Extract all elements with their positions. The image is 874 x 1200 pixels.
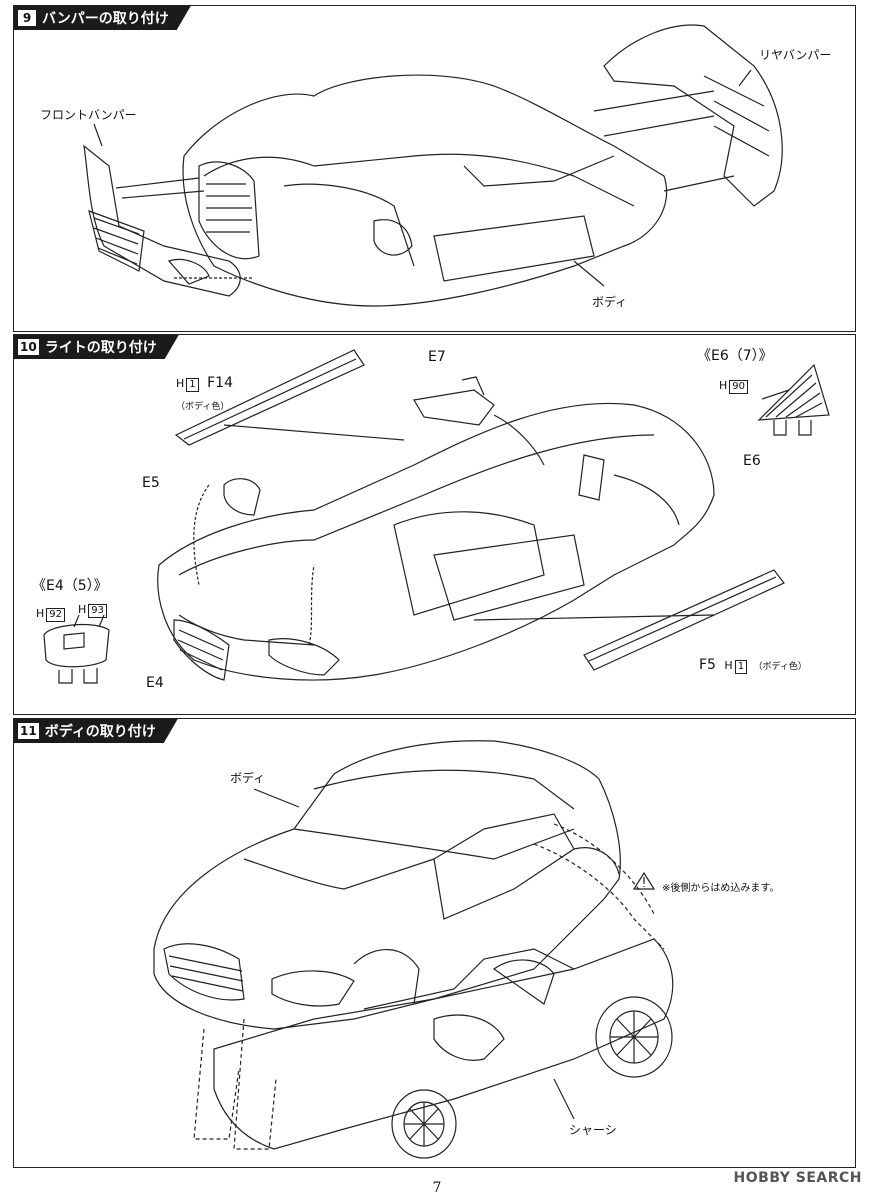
f5-note: （ボディ色） [753, 662, 807, 672]
step-11-panel: 11 ボディの取り付け [13, 718, 856, 1168]
step-9-title: バンパーの取り付け [42, 11, 169, 27]
page-number: 7 [432, 1180, 442, 1196]
rear-bumper-label: リヤバンパー [759, 48, 832, 62]
body-label-step11: ボディ [230, 771, 266, 785]
body-label: ボディ [592, 295, 628, 309]
f5-h-prefix: H [724, 659, 733, 672]
step-10-title: ライトの取り付け [44, 340, 157, 356]
step-9-number: 9 [18, 10, 36, 26]
f14-note: （ボディ色） [176, 402, 230, 412]
step-10-illustration [43, 349, 830, 684]
e6-label: E6 [743, 453, 761, 469]
step-11-illustration [153, 740, 674, 1159]
step-10-panel: 10 ライトの取り付け [13, 334, 856, 715]
f5-part: F5 [699, 657, 716, 673]
f5-h-box: 1 [734, 660, 748, 674]
e7-label: E7 [428, 349, 446, 365]
step-11-title: ボディの取り付け [44, 724, 156, 740]
e6-group-label: 《E6（7）》 [697, 348, 773, 364]
watermark: HOBBY SEARCH [733, 1170, 862, 1186]
e6-h-box: 90 [729, 380, 749, 394]
chassis-label: シャーシ [569, 1123, 617, 1137]
step-9-header: 9 バンパーの取り付け [14, 6, 191, 30]
f14-h-box: 1 [186, 378, 199, 392]
step-9-panel: 9 バンパーの取り付け [13, 5, 856, 332]
e4-group-label: 《E4（5）》 [32, 578, 108, 594]
step-10-number: 10 [20, 340, 37, 354]
step-11-header: 11 ボディの取り付け [14, 719, 178, 743]
f14-part: F14 [207, 375, 233, 391]
step-11-number: 11 [20, 724, 37, 738]
rear-insert-note: ※後側からはめ込みます。 [662, 883, 780, 894]
e4-h93-box: 93 [88, 604, 108, 618]
step-10-header: 10 ライトの取り付け [14, 335, 179, 359]
front-bumper-label: フロントバンパー [40, 108, 137, 122]
e5-label: E5 [142, 475, 160, 491]
e4-label: E4 [146, 675, 164, 691]
f14-h-prefix: H [176, 377, 185, 390]
e4-h92-box: 92 [46, 608, 66, 622]
step-9-illustration [83, 24, 783, 307]
